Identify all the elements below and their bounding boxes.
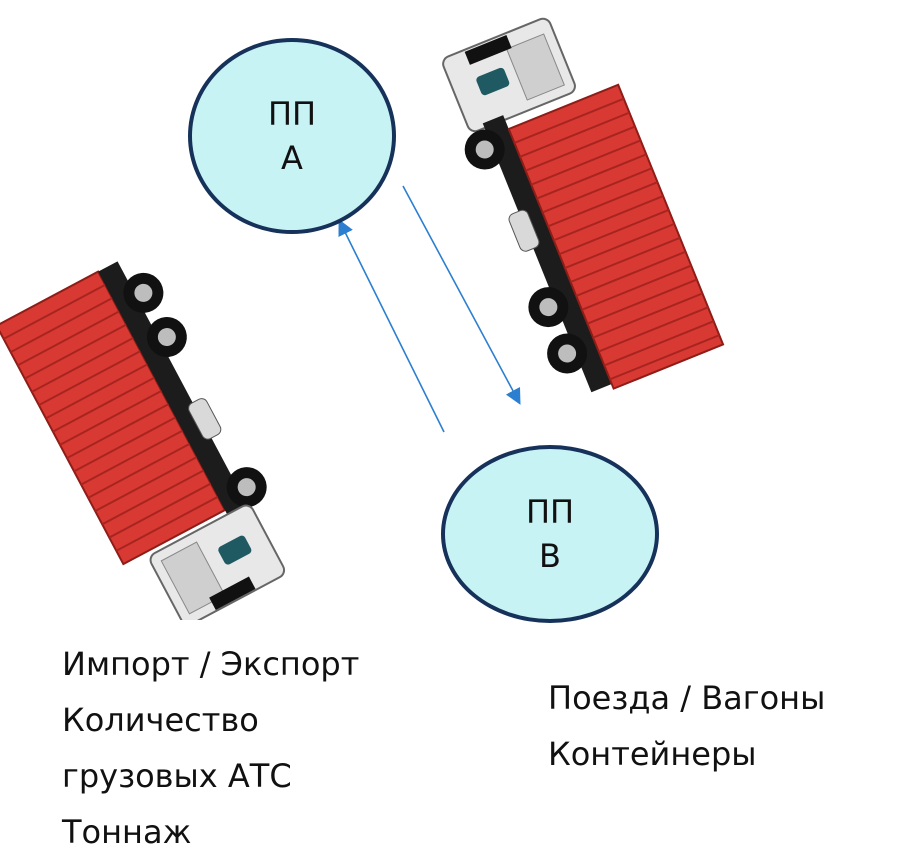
arrow-a-to-b: [402, 185, 521, 405]
arrow-b-to-a: [338, 219, 445, 433]
node-a-line1: ПП: [267, 95, 317, 133]
label-block-right: Поезда / Вагоны Контейнеры: [548, 670, 825, 782]
node-b-line1: ПП: [525, 493, 575, 531]
truck-icon: [0, 261, 286, 620]
label-left-line: Тоннаж: [62, 813, 192, 851]
node-pp-a: ПП А: [188, 38, 396, 234]
label-block-left: Импорт / Экспорт Количество грузовых АТС…: [62, 636, 359, 860]
label-right-line: Поезда / Вагоны: [548, 679, 826, 717]
node-b-line2: В: [539, 537, 561, 575]
label-left-line: Количество: [62, 701, 259, 739]
node-pp-b: ПП В: [441, 445, 659, 623]
node-a-line2: А: [281, 139, 303, 177]
truck-icon: [442, 17, 725, 393]
label-left-line: грузовых АТС: [62, 757, 292, 795]
label-right-line: Контейнеры: [548, 735, 757, 773]
label-left-line: Импорт / Экспорт: [62, 645, 360, 683]
